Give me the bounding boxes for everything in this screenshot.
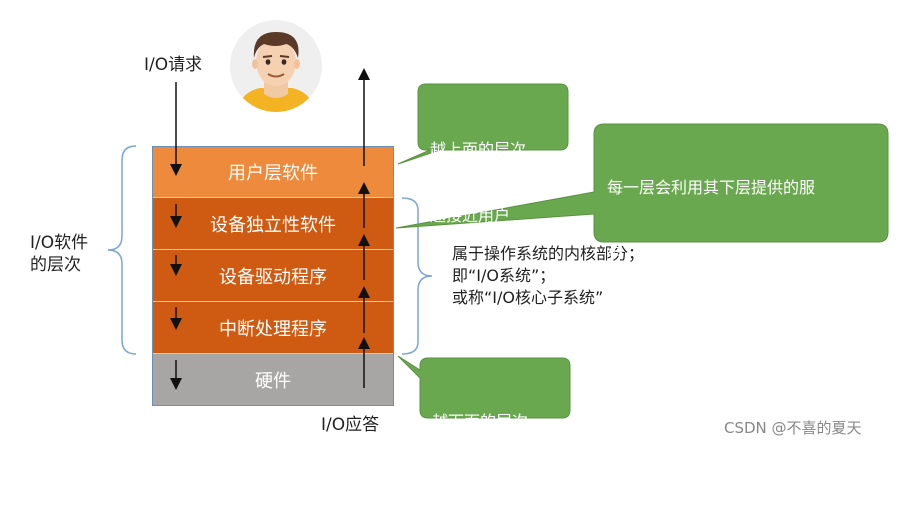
bubble-service-line-1: 每一层会利用其下层提供的服 — [607, 178, 816, 197]
layer-label: 设备驱动程序 — [219, 266, 327, 288]
bubble-service — [395, 123, 889, 243]
bubble-top — [397, 83, 569, 165]
bubble-top-line-2: 越接近用户 — [430, 206, 511, 225]
bubble-service-text: 每一层会利用其下层提供的服 务，实现某些功能，并屏蔽实 现的具体细节，向高层提供… — [607, 133, 815, 419]
bubble-service-line-4: 务（“封装思想”） — [607, 376, 736, 395]
left-brace — [107, 145, 137, 355]
bubble-bottom-line-1: 越下面的层次 — [432, 412, 529, 431]
bubble-bottom — [397, 355, 571, 419]
watermark: CSDN @不喜的夏天 — [724, 419, 862, 437]
bubble-top-line-1: 越上面的层次 — [430, 140, 527, 159]
bubble-service-line-2: 务，实现某些功能，并屏蔽实 — [607, 244, 816, 263]
user-avatar-icon — [230, 20, 322, 112]
io-software-levels-line-1: I/O软件 — [30, 233, 89, 253]
layer-device-independent-software: 设备独立性软件 — [152, 198, 394, 250]
layer-label: 硬件 — [255, 371, 291, 392]
layer-hardware: 硬件 — [152, 354, 394, 406]
io-software-levels-line-2: 的层次 — [30, 255, 81, 275]
layer-label: 用户层软件 — [228, 162, 318, 184]
bubble-top-text: 越上面的层次 越接近用户 — [430, 95, 526, 249]
layer-label: 中断处理程序 — [219, 318, 327, 340]
kernel-note-line-1: 属于操作系统的内核部分； — [452, 244, 645, 263]
right-brace — [401, 197, 433, 355]
bubble-bottom-text: 越下面的层次 越接近硬件 — [432, 367, 528, 521]
io-response-label: I/O应答 — [321, 415, 380, 435]
bubble-service-line-3: 现的具体细节，向高层提供服 — [607, 310, 816, 329]
kernel-note-line-2: 即“I/O系统”； — [452, 266, 556, 285]
io-software-levels-label: I/O软件 的层次 — [30, 232, 88, 276]
layer-label: 设备独立性软件 — [210, 214, 336, 236]
kernel-note: 属于操作系统的内核部分； 即“I/O系统”； 或称“I/O核心子系统” — [452, 243, 644, 309]
layer-device-driver: 设备驱动程序 — [152, 250, 394, 302]
layer-interrupt-handler: 中断处理程序 — [152, 302, 394, 354]
kernel-note-line-3: 或称“I/O核心子系统” — [452, 288, 604, 307]
io-request-label: I/O请求 — [144, 55, 203, 75]
bubble-bottom-line-2: 越接近硬件 — [432, 478, 513, 497]
layer-user-software: 用户层软件 — [152, 146, 394, 198]
diagram-overlay — [107, 68, 889, 419]
